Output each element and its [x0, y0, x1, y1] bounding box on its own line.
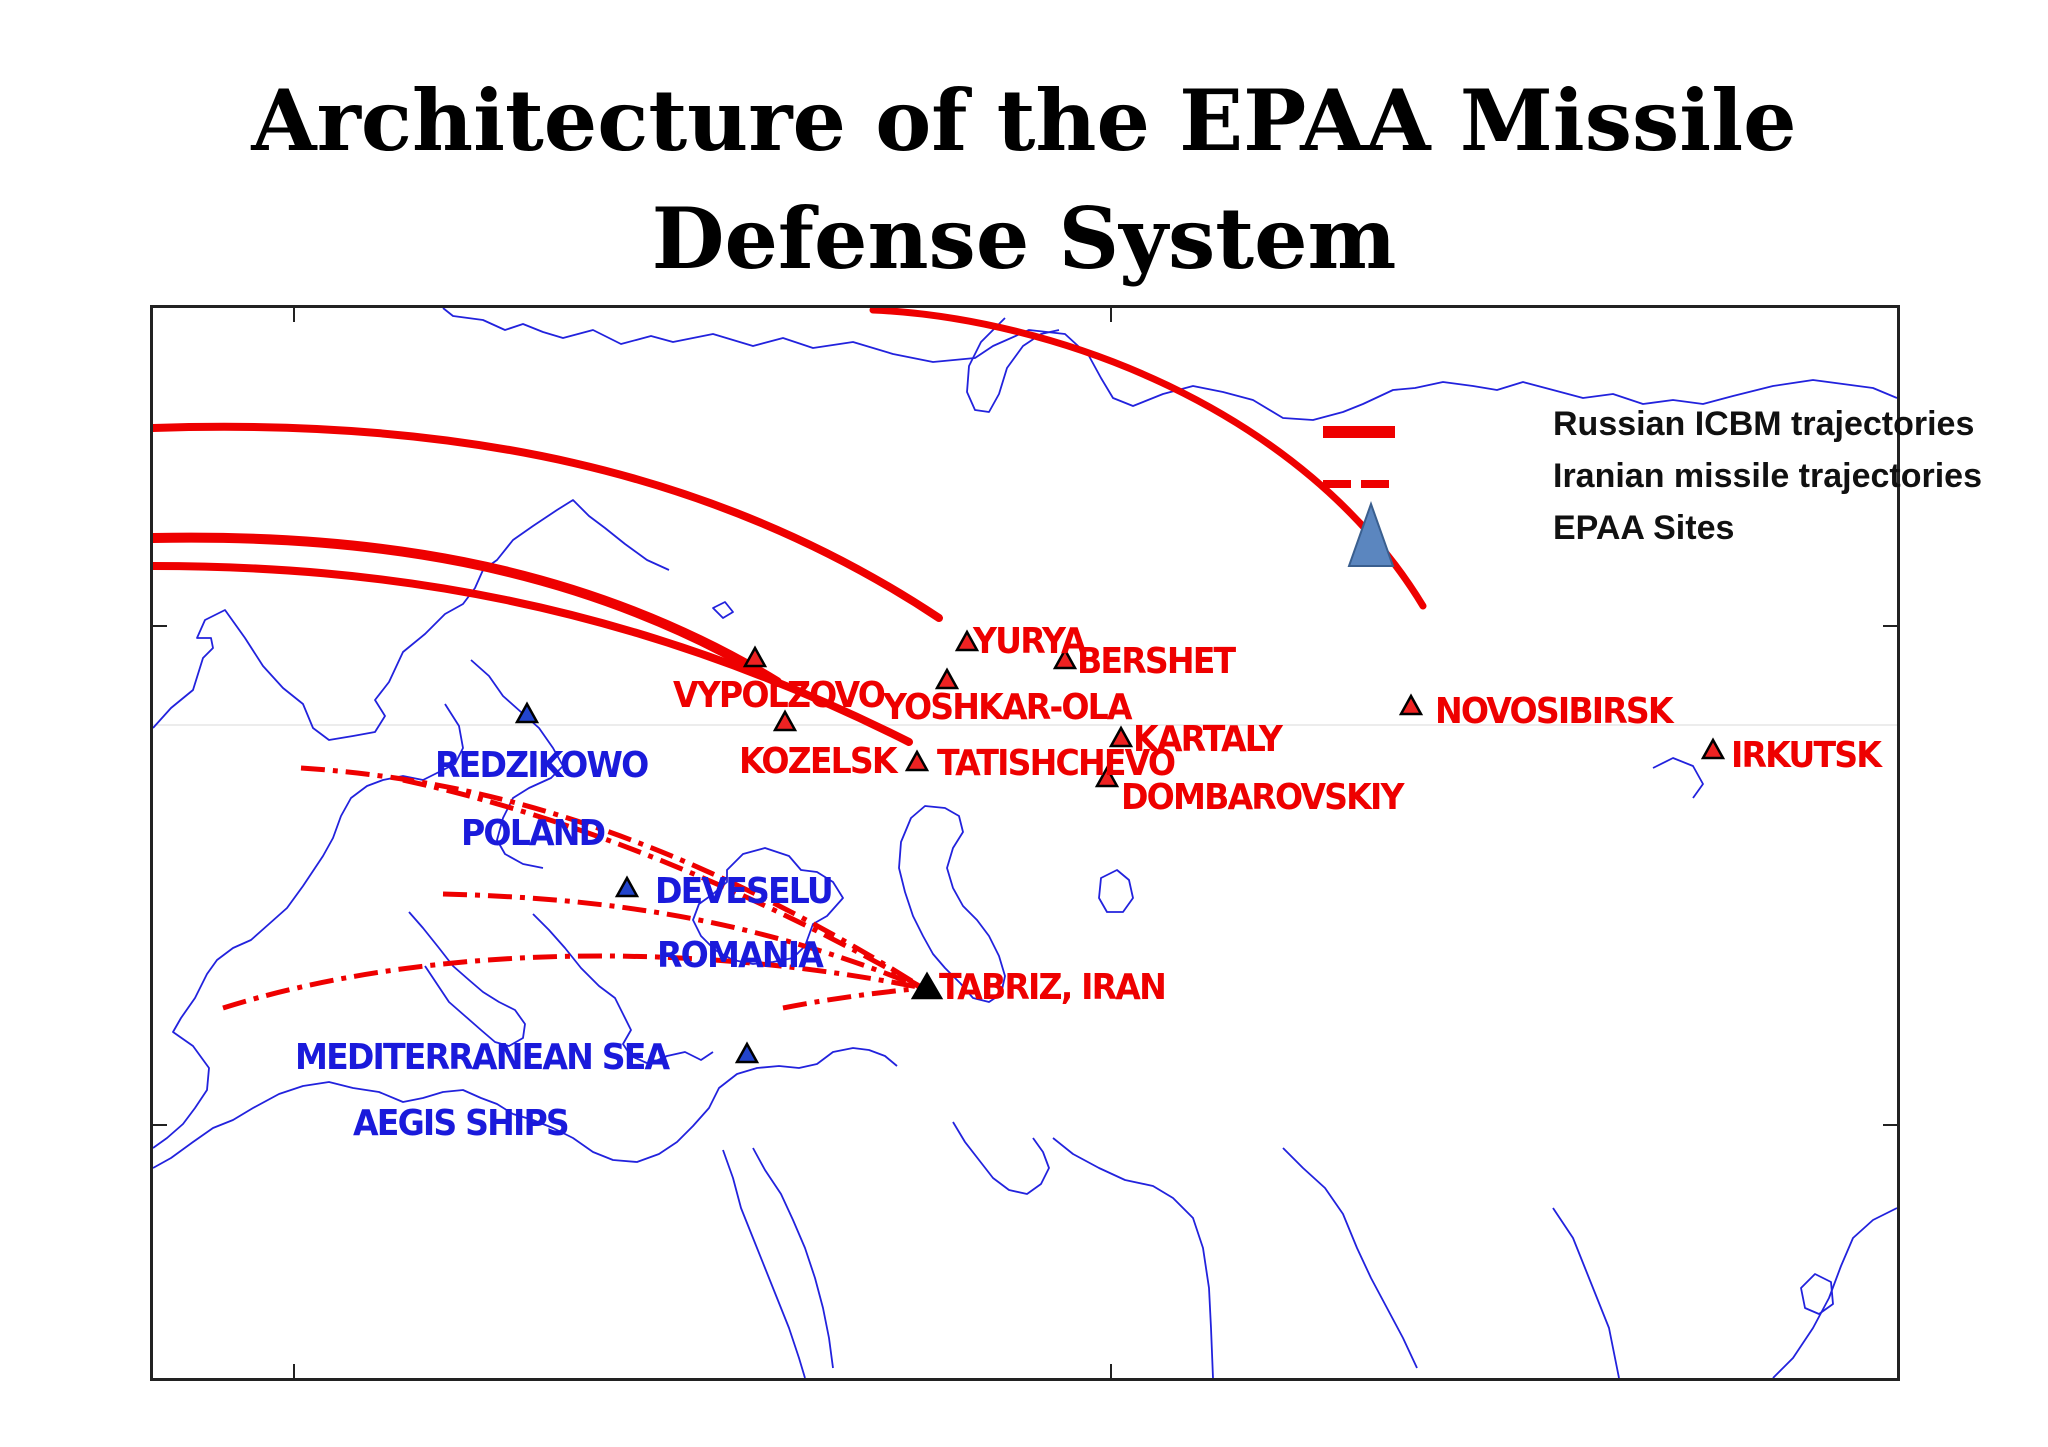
- site-deveselu-icon: [614, 875, 640, 898]
- legend-iranian-label: Iranian missile trajectories: [1553, 457, 1982, 495]
- coastline-aral-sea: [1098, 869, 1134, 913]
- coastline-novaya-zemlya: [966, 317, 1060, 413]
- map-panel[interactable]: YURYA BERSHET VYPOLZOVO YOSHKAR-OLA KOZE…: [150, 305, 1982, 1381]
- coastline-red-sea: [752, 1147, 834, 1369]
- label-deveselu: DEVESELU: [655, 871, 834, 912]
- site-tatishchevo-icon: [904, 749, 930, 772]
- coastline-east-asia: [1772, 1207, 1897, 1378]
- site-mediterranean-icon: [734, 1041, 760, 1064]
- label-romania: ROMANIA: [657, 935, 824, 976]
- label-bershet: BERSHET: [1077, 641, 1236, 682]
- coastline-north-russia: [442, 308, 1897, 421]
- trajectory-novosibirsk: [869, 308, 1427, 610]
- coastline-mediterranean: [153, 1047, 898, 1169]
- label-yurya: YURYA: [973, 621, 1087, 662]
- iranian-missile-trajectories: [222, 765, 925, 1011]
- iran-trajectory-5: [782, 985, 924, 1011]
- site-novosibirsk-icon: [1398, 693, 1424, 716]
- iran-trajectory-4: [222, 953, 924, 1011]
- label-irkutsk: IRKUTSK: [1731, 735, 1882, 776]
- label-kozelsk: KOZELSK: [739, 741, 898, 782]
- legend-sites-label: EPAA Sites: [1553, 509, 1735, 547]
- site-yurya-icon: [954, 629, 980, 652]
- trajectory-bershet: [153, 422, 943, 622]
- label-yoshkar-ola: YOSHKAR-OLA: [883, 687, 1133, 728]
- site-tabriz-icon: [910, 971, 944, 1000]
- coastline-black-sea: [692, 847, 844, 965]
- legend-graphics: [1323, 426, 1395, 567]
- coastline-caspian-sea: [898, 805, 1006, 1003]
- site-kozelsk-icon: [772, 709, 798, 732]
- coastline-baltic-inner: [470, 659, 564, 869]
- coastline-india-east: [1552, 1207, 1620, 1378]
- site-yoshkar-ola-icon: [934, 667, 960, 690]
- coastline-balkans: [532, 913, 714, 1065]
- coastline-iran-south: [1052, 1137, 1214, 1378]
- coastline-india: [1282, 1147, 1418, 1369]
- coastlines: [153, 308, 1897, 1378]
- label-tatishchevo: TATISHCHEVO: [937, 743, 1176, 784]
- coastline-persian-gulf: [952, 1121, 1050, 1195]
- label-aegis-ships: AEGIS SHIPS: [353, 1103, 570, 1144]
- site-redzikowo-icon: [514, 701, 540, 724]
- coastline-taiwan: [1800, 1273, 1834, 1315]
- label-dombarovskiy: DOMBAROVSKIY: [1121, 777, 1404, 818]
- coastline-lake-baikal: [1652, 757, 1704, 799]
- label-novosibirsk: NOVOSIBIRSK: [1435, 691, 1674, 732]
- site-bershet-icon: [1052, 647, 1078, 670]
- label-mediterranean-sea: MEDITERRANEAN SEA: [295, 1037, 670, 1078]
- map-svg: [153, 308, 1897, 1378]
- iran-trajectory-2: [402, 777, 925, 991]
- site-markers: [514, 629, 1726, 1064]
- coastline-lake-ladoga: [712, 601, 734, 619]
- page-title: Architecture of the EPAA Missile Defense…: [0, 62, 2048, 298]
- label-vypolzovo: VYPOLZOVO: [673, 675, 886, 716]
- label-kartaly: KARTALY: [1133, 719, 1283, 760]
- site-dombarovskiy-icon: [1094, 765, 1120, 788]
- trajectory-vypolzovo-kozelsk: [153, 532, 782, 687]
- site-kartaly-icon: [1108, 725, 1134, 748]
- legend-russian-label: Russian ICBM trajectories: [1553, 405, 1975, 443]
- coastline-italy: [408, 911, 526, 1047]
- site-irkutsk-icon: [1700, 737, 1726, 760]
- title-line-1: Architecture of the EPAA Missile: [251, 71, 1797, 170]
- site-vypolzovo-icon: [742, 645, 768, 668]
- label-redzikowo: REDZIKOWO: [435, 745, 649, 786]
- legend-epaa-triangle-icon: [1347, 501, 1395, 567]
- label-poland: POLAND: [461, 813, 606, 854]
- russian-icbm-trajectories: [153, 308, 1427, 746]
- iran-trajectory-1: [300, 765, 925, 991]
- title-line-2: Defense System: [651, 189, 1397, 288]
- coastline-scandinavia: [153, 499, 670, 741]
- trajectory-tatishchevo: [153, 562, 913, 746]
- label-tabriz: TABRIZ, IRAN: [939, 967, 1167, 1008]
- iran-trajectory-3: [442, 891, 924, 991]
- coastline-arabia: [722, 1149, 806, 1378]
- axis-ticks: [153, 308, 1897, 1378]
